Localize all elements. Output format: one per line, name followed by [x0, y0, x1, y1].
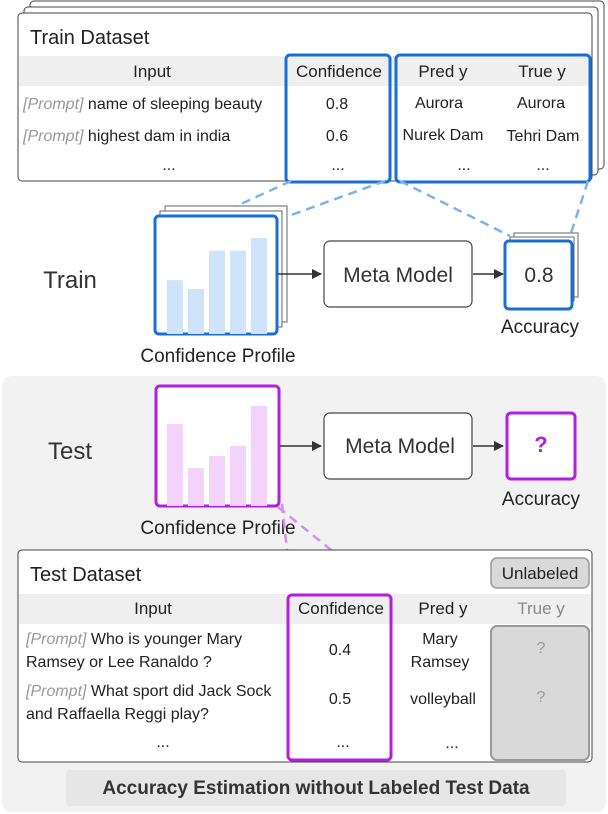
test-profile-label: Confidence Profile [140, 518, 295, 539]
train-connector-right [282, 179, 386, 220]
test-header-pred: Pred y [418, 599, 468, 618]
train-row-2-true: Tehri Dam [507, 128, 580, 145]
test-input-ellipsis: ... [156, 734, 169, 751]
test-header-band [19, 594, 591, 624]
test-pred-ellipsis: ... [445, 735, 458, 752]
test-row-2-true: ? [537, 689, 546, 706]
test-profile-bar-2 [188, 468, 204, 506]
test-row-2-input-line1: [Prompt] What sport did Jack Sock [25, 683, 272, 700]
train-accuracy-box [503, 232, 579, 311]
train-dataset-title: Train Dataset [30, 27, 150, 49]
test-stage-label: Test [48, 438, 92, 465]
test-row-1-pred-line2: Ramsey [411, 654, 470, 671]
test-meta-model-label: Meta Model [345, 435, 455, 458]
test-row-2-pred: volleyball [410, 691, 476, 708]
test-row-1-confidence: 0.4 [329, 642, 351, 659]
test-profile-bar-4 [230, 446, 246, 506]
test-row-1-input-line1: [Prompt] Who is younger Mary [25, 631, 242, 648]
train-confidence-highlight [284, 53, 392, 184]
test-dataset-title: Test Dataset [30, 564, 142, 586]
train-row-1-true: Aurora [517, 95, 565, 112]
train-confidence-ellipsis: ... [331, 157, 344, 174]
train-profile-bar-2 [188, 288, 204, 334]
train-profile-bar-5 [251, 237, 267, 334]
test-profile-bar-5 [251, 406, 267, 506]
test-header-confidence: Confidence [298, 599, 384, 618]
test-confidence-ellipsis: ... [336, 734, 349, 751]
train-meta-model-label: Meta Model [343, 264, 453, 287]
test-accuracy-box [505, 411, 577, 481]
test-header-input: Input [134, 599, 172, 618]
train-header-true: True y [518, 62, 566, 81]
test-row-1-input-line2: Ramsey or Lee Ranaldo ? [26, 654, 212, 671]
train-row-2-confidence: 0.6 [326, 128, 348, 145]
unlabeled-badge-label: Unlabeled [502, 564, 579, 583]
train-accuracy-label: Accuracy [501, 317, 580, 338]
test-true-column [490, 625, 590, 761]
train-profile-bar-1 [167, 280, 183, 334]
train-connector-left [231, 179, 292, 210]
train-confidence-profile [153, 205, 288, 336]
test-profile-bar-3 [209, 456, 225, 506]
test-row-2-input-line2: and Raffaella Reggi play? [26, 706, 209, 723]
train-input-ellipsis: ... [162, 157, 175, 174]
test-meta-model-box [323, 412, 473, 480]
train-dataset-card [17, 0, 605, 182]
test-header-true: True y [517, 599, 565, 618]
train-row-2-pred: Nurek Dam [403, 127, 484, 144]
caption-text: Accuracy Estimation without Labeled Test… [102, 778, 530, 799]
caption-band [66, 770, 566, 806]
train-true-ellipsis: ... [536, 157, 549, 174]
train-row-1-input: [Prompt] name of sleeping beauty [22, 96, 262, 113]
train-profile-label: Confidence Profile [140, 346, 295, 367]
train-header-pred: Pred y [418, 62, 468, 81]
train-row-1-confidence: 0.8 [326, 96, 348, 113]
test-row-1-true: ? [537, 640, 546, 657]
test-connector-right [277, 506, 389, 597]
train-stage-label: Train [43, 267, 97, 294]
train-labels-highlight [394, 53, 592, 184]
train-header-confidence: Confidence [296, 62, 382, 81]
train-row-2-input: [Prompt] highest dam in india [22, 128, 230, 145]
train-meta-model-box [323, 240, 473, 308]
test-accuracy-value: ? [534, 432, 547, 457]
accuracy-connector-left [399, 179, 511, 238]
train-header-input: Input [133, 62, 171, 81]
test-row-2-confidence: 0.5 [329, 691, 351, 708]
test-profile-bar-1 [167, 424, 183, 506]
train-profile-bar-3 [209, 250, 225, 334]
test-accuracy-label: Accuracy [502, 489, 581, 510]
unlabeled-badge [490, 557, 590, 589]
train-profile-bar-4 [230, 250, 246, 334]
train-pred-ellipsis: ... [457, 157, 470, 174]
train-header-band [19, 56, 591, 86]
test-confidence-highlight [286, 593, 393, 762]
train-row-1-pred: Aurora [415, 95, 463, 112]
test-row-1-pred-line1: Mary [422, 631, 458, 648]
accuracy-connector-right [568, 180, 590, 237]
train-accuracy-value: 0.8 [524, 264, 553, 287]
test-confidence-profile [154, 384, 281, 508]
